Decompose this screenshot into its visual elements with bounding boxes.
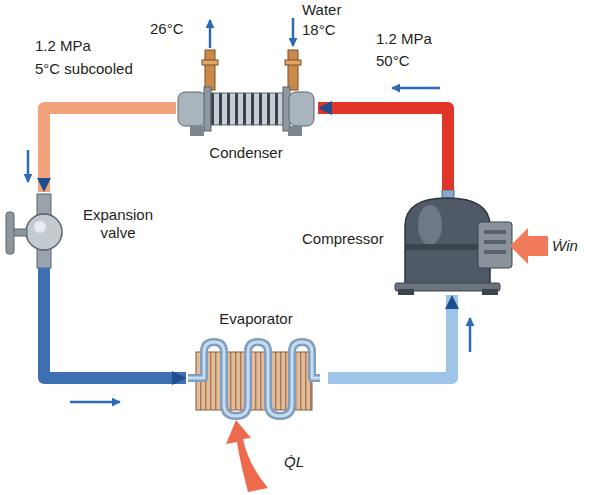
condenser-symbol <box>211 93 283 125</box>
state-label: Water <box>302 1 341 18</box>
evaporator-label: Evaporator <box>186 310 326 328</box>
compressor-symbol <box>484 250 506 254</box>
state-label: 26°C <box>150 20 184 37</box>
water-flow-arrow <box>210 18 293 48</box>
compressor-symbol <box>482 289 498 295</box>
condenser-symbol <box>288 126 302 136</box>
expansion-valve-symbol <box>37 194 51 216</box>
state-label: 1.2 MPa <box>376 30 432 47</box>
condenser-symbol <box>288 50 298 90</box>
compressor-symbol <box>484 230 506 234</box>
component-box: Evaporator <box>186 310 328 414</box>
state-label: 5°C subcooled <box>35 60 133 77</box>
state-label: 18°C <box>302 21 336 38</box>
condenser-symbol <box>289 92 314 126</box>
state-label: 50°C <box>376 52 410 69</box>
energy-symbol: Ẇin <box>552 237 578 254</box>
compressor-symbol <box>418 205 442 245</box>
condenser-symbol <box>190 126 204 136</box>
refrigerant-pipe <box>318 108 448 190</box>
condenser-symbol <box>178 50 314 136</box>
energy-symbol: Q̇L <box>284 453 304 470</box>
valve-label: Expansion valve <box>76 206 160 241</box>
evaporator-symbol <box>188 342 320 492</box>
compressor-symbol <box>478 222 512 268</box>
evaporator-symbol <box>188 342 320 416</box>
flow-arrow <box>70 401 120 404</box>
expansion-valve-symbol <box>6 212 14 254</box>
component-box: Expansion valve <box>4 192 162 268</box>
evaporator-symbol <box>226 420 268 492</box>
compressor-symbol <box>510 228 548 264</box>
state-label: 1.2 MPa <box>35 37 91 54</box>
condenser-symbol <box>202 60 218 65</box>
expansion-valve-symbol <box>13 229 27 236</box>
compressor-symbol <box>398 289 414 295</box>
condenser-symbol <box>178 92 206 126</box>
condenser-label: Condenser <box>176 144 316 162</box>
refrigerant-pipe <box>44 268 186 378</box>
water-flow-arrow <box>209 20 212 48</box>
condenser-symbol <box>204 87 211 131</box>
condenser-symbol <box>285 60 301 65</box>
refrigerant-pipe <box>44 108 176 192</box>
compressor-label: Compressor <box>302 230 398 248</box>
component-box: Condenser <box>176 84 318 166</box>
flow-arrow <box>469 318 472 352</box>
flow-arrow <box>392 87 440 90</box>
flow-arrow <box>27 150 30 182</box>
evaporator-symbol <box>188 342 320 416</box>
compressor-symbol <box>395 190 548 295</box>
expansion-valve-symbol <box>6 194 62 268</box>
expansion-valve-symbol <box>34 221 46 233</box>
component-box: Compressor <box>300 190 520 295</box>
expansion-valve-symbol <box>26 214 62 250</box>
expansion-valve-symbol <box>37 248 51 268</box>
compressor-symbol <box>484 240 506 244</box>
compressor-symbol <box>405 244 490 250</box>
compressor-symbol <box>405 198 490 284</box>
refrigerant-pipe <box>328 295 452 378</box>
condenser-symbol <box>205 50 215 90</box>
water-flow-arrow <box>292 18 295 46</box>
